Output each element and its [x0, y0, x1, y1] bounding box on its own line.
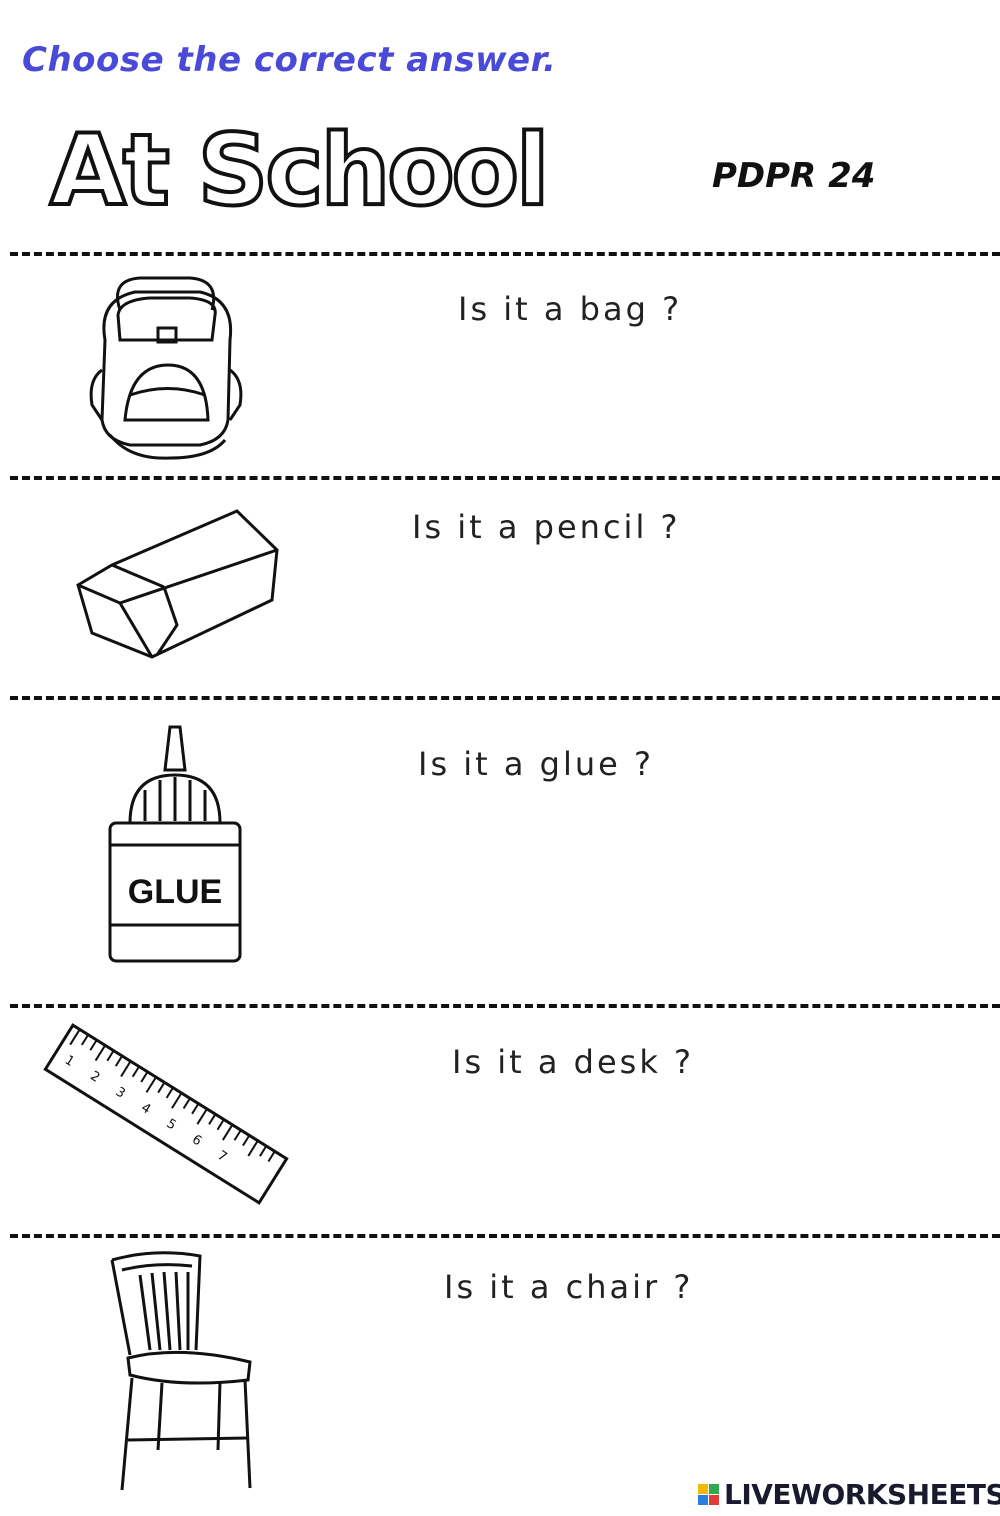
ruler-tick — [191, 1103, 200, 1115]
ruler-tick — [165, 1087, 174, 1099]
ruler-tick — [221, 1124, 234, 1141]
ruler-tick — [69, 1028, 81, 1046]
divider — [10, 1234, 1000, 1238]
ruler-number: 4 — [138, 1100, 153, 1117]
ruler-tick — [171, 1092, 183, 1109]
ruler-tick — [267, 1150, 276, 1163]
eraser-icon — [76, 509, 279, 659]
question-5: Is it a chair ? — [444, 1268, 694, 1306]
divider — [10, 476, 1000, 480]
ruler-tick — [131, 1065, 140, 1078]
question-4: Is it a desk ? — [452, 1043, 695, 1081]
ruler-tick — [216, 1118, 225, 1131]
ruler-tick — [140, 1071, 149, 1083]
ruler-tick — [259, 1145, 268, 1157]
instruction-text: Choose the correct answer. — [22, 40, 557, 80]
ruler-tick — [182, 1097, 191, 1110]
question-3: Is it a glue ? — [418, 745, 654, 783]
chair-icon — [110, 1251, 252, 1491]
ruler-tick — [120, 1060, 132, 1078]
divider — [10, 1004, 1000, 1008]
ruler-tick — [157, 1081, 166, 1094]
glue-bottle-icon: GLUE — [108, 725, 242, 963]
ruler-tick — [145, 1076, 157, 1093]
ruler-tick — [196, 1108, 208, 1125]
ruler-tick — [247, 1140, 259, 1157]
ruler-number: 3 — [113, 1085, 128, 1102]
ruler-number: 1 — [62, 1053, 77, 1070]
ruler-tick — [80, 1034, 90, 1046]
ruler-tick — [242, 1134, 251, 1147]
ruler-number: 7 — [215, 1148, 230, 1165]
ruler-number: 2 — [87, 1069, 102, 1086]
worksheet-title: At School — [48, 114, 551, 228]
liveworksheets-logo-icon — [698, 1484, 719, 1505]
ruler-number: 6 — [189, 1132, 204, 1149]
ruler-tick — [106, 1050, 115, 1062]
divider — [10, 696, 1000, 700]
ruler-tick — [89, 1039, 98, 1051]
ruler-number: 5 — [164, 1116, 179, 1133]
backpack-icon — [89, 276, 243, 460]
question-1: Is it a bag ? — [458, 290, 683, 328]
brand-text: LIVEWORKSHEETS — [724, 1478, 1000, 1511]
worksheet-code: PDPR 24 — [712, 156, 876, 196]
question-2: Is it a pencil ? — [412, 508, 681, 546]
ruler-tick — [233, 1129, 242, 1141]
ruler-tick — [208, 1113, 217, 1125]
divider — [10, 252, 1000, 256]
glue-label: GLUE — [128, 873, 222, 911]
ruler-tick — [114, 1055, 123, 1067]
ruler-tick — [94, 1044, 106, 1062]
